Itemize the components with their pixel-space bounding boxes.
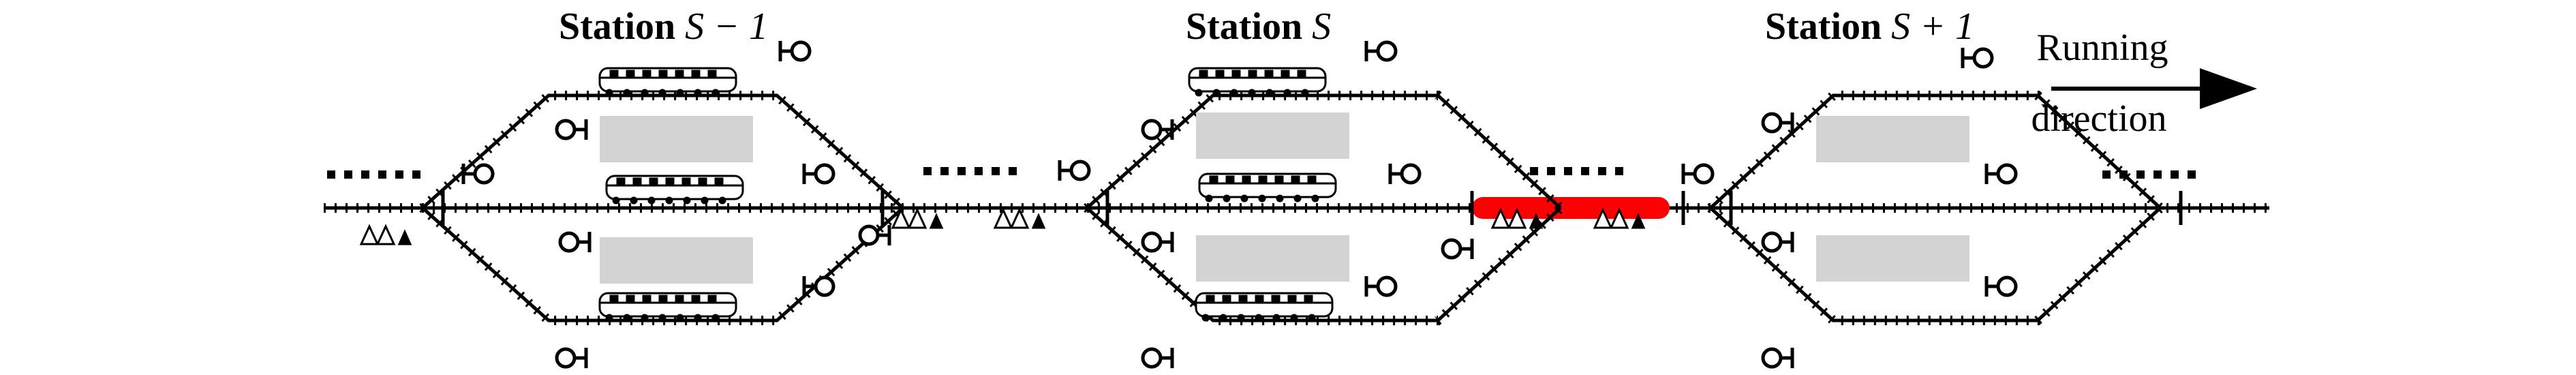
ellipsis-dots [327,167,2196,179]
svg-text:Station S − 1: Station S − 1 [559,5,768,48]
train-icon [598,67,1337,322]
running-direction: Running direction [2031,27,2257,140]
platform-lower [600,237,753,284]
running-direction-line1: Running [2037,27,2168,69]
platform-upper [1816,116,1969,162]
platform-lower [1196,235,1349,282]
title-station-s: Station S [1186,5,1331,48]
title-station-s-plus-1: Station S + 1 [1765,5,1974,48]
platform-upper [1196,112,1349,159]
svg-text:Station S + 1: Station S + 1 [1765,5,1974,48]
platform-lower [1816,235,1969,282]
block-joints [441,191,2183,225]
title-station-s-minus-1: Station S − 1 [559,5,768,48]
station-s-plus-1-layout [1707,91,2164,325]
svg-text:Station S: Station S [1186,5,1331,48]
running-direction-line2: direction [2031,97,2166,140]
station-s-layout [1084,91,1564,325]
platform-upper [600,116,753,162]
balise-group-icon [359,207,1646,245]
signal-icon [461,40,2018,369]
